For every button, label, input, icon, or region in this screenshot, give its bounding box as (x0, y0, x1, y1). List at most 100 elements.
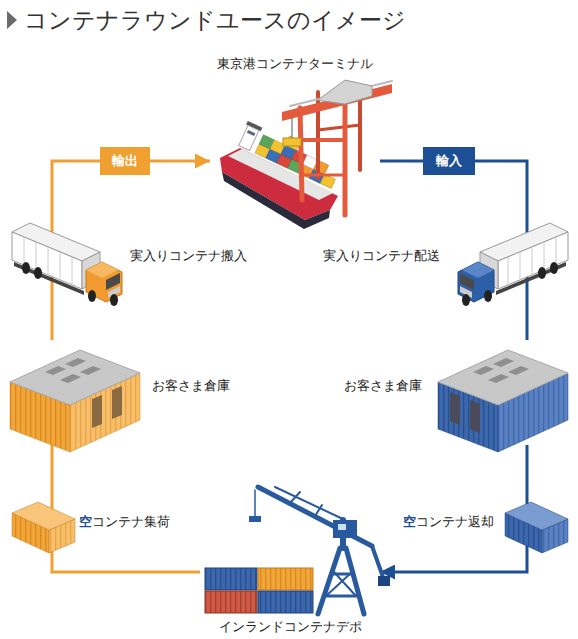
crane-leg (343, 105, 348, 215)
crane-leg (300, 108, 302, 200)
flow-connector (380, 445, 527, 572)
cargo-container (303, 155, 318, 169)
truck-window (460, 273, 474, 290)
title-marker (7, 11, 17, 29)
truck-wheel (550, 262, 558, 274)
cargo-container (299, 164, 314, 178)
trailer-rib (36, 242, 37, 270)
warehouse-door (92, 395, 102, 428)
crane-cabin (333, 520, 357, 538)
warehouse-orange (10, 350, 140, 452)
container-side (12, 513, 49, 553)
crane-leg (346, 548, 364, 614)
trailer-rib (532, 247, 533, 275)
flow-connector (380, 160, 423, 163)
depot-container (205, 568, 257, 590)
cargo-container (292, 150, 307, 164)
node-label: 輸出 (112, 153, 138, 169)
ship-bridge-window (247, 130, 256, 136)
empty-container-blue (505, 502, 568, 553)
crane-brace (331, 573, 353, 576)
trailer-rib (24, 237, 25, 265)
cargo-container (259, 135, 274, 149)
depot-container (258, 591, 313, 613)
crane-counterweight (378, 576, 390, 586)
warehouse-wall (438, 382, 498, 452)
depot-node: インランドコンテナデポ (200, 478, 380, 636)
trailer-rib (544, 242, 545, 270)
container-end (49, 519, 75, 553)
container-depot (205, 487, 390, 614)
trailer-rib (72, 257, 73, 285)
flow-connector (52, 445, 200, 572)
truck-wheel (34, 267, 42, 279)
truck-orange (12, 223, 122, 306)
crane-leg (358, 88, 362, 170)
ship-bridge-roof (246, 121, 262, 131)
crane-beam (300, 138, 345, 142)
truck-wheel (462, 294, 470, 306)
truck-window (106, 273, 120, 290)
cargo-container (314, 160, 329, 174)
crane-leg (318, 548, 340, 614)
crane-spreader (283, 138, 301, 146)
node-label: 東京港コンテナターミナル (210, 56, 380, 72)
truck-blue (458, 223, 568, 306)
flow-connector (52, 161, 100, 340)
trailer-chassis (496, 262, 566, 295)
crane-cable (254, 490, 256, 516)
truck-wheel (22, 262, 30, 274)
crane-cabin-window (338, 524, 346, 530)
trailer-end (82, 252, 100, 289)
cargo-container (255, 144, 270, 158)
trailer-top (12, 223, 100, 261)
truck-cab (458, 262, 494, 302)
trailer-end (480, 252, 498, 289)
trailer-rib (60, 252, 61, 280)
empty-container-orange (12, 502, 75, 553)
node-label: 輸入 (436, 153, 462, 169)
ship-cargo (237, 117, 344, 188)
crane-counterweight-arm (372, 546, 384, 580)
node-label: お客さま倉庫 (152, 378, 230, 394)
crane-hook-block (249, 516, 261, 522)
crane-boom-lattice (290, 492, 300, 503)
truck-cab (86, 262, 122, 302)
container-top (505, 502, 568, 530)
roof-skylight (488, 374, 509, 383)
edge-label: 空コンテナ返却 (403, 514, 494, 530)
ship-bridge (239, 125, 259, 150)
roof-skylight (80, 366, 101, 375)
warehouse-wall (10, 382, 70, 452)
warehouse-door (450, 392, 460, 425)
crane-boom (258, 487, 372, 546)
flow-connector (475, 161, 527, 340)
trailer-rib (556, 237, 557, 265)
container-ship (220, 117, 344, 229)
truck-wheel (538, 267, 546, 279)
terminal-node: 東京港コンテナターミナル (210, 54, 380, 226)
trailer-rib (520, 252, 521, 280)
ship-hull-bottom (222, 172, 330, 229)
warehouse-node: お客さま倉庫 (10, 340, 250, 445)
node-label: お客さま倉庫 (344, 378, 422, 394)
truck-cab-roof (462, 262, 494, 278)
trailer-rib (508, 257, 509, 285)
edge-label: 空コンテナ集荷 (79, 514, 170, 530)
crane-beam (302, 174, 345, 177)
cargo-container (288, 159, 303, 173)
warehouse-roof (10, 350, 140, 405)
roof-skylight (508, 366, 529, 375)
warehouse-wall (70, 373, 140, 452)
cargo-container (320, 174, 335, 188)
crane-brace (324, 595, 358, 598)
crane-boom (282, 84, 392, 121)
warehouse-door (112, 386, 122, 419)
crane-cable (292, 118, 293, 138)
truck-grill (460, 286, 472, 298)
trailer-rib (48, 247, 49, 275)
ship-hull (220, 148, 338, 220)
depot-container (258, 568, 313, 590)
